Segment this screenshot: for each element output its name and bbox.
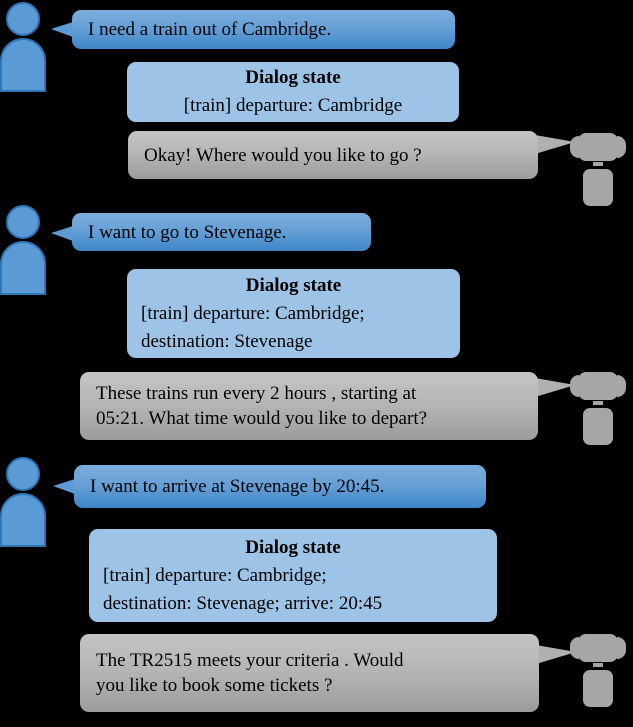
person-head-icon: [6, 2, 40, 36]
user-message-text: I want to arrive at Stevenage by 20:45.: [90, 476, 385, 497]
system-message-text: The TR2515 meets your criteria . Would: [96, 650, 404, 671]
dialog-state-line: [train] departure: Cambridge;: [103, 564, 327, 586]
user-message-turn-2[interactable]: I want to go to Stevenage.: [72, 213, 371, 251]
person-head-icon: [6, 457, 40, 491]
robot-ear-right-icon: [617, 136, 626, 158]
robot-head-icon: [578, 634, 618, 662]
user-message-turn-3[interactable]: I want to arrive at Stevenage by 20:45.: [74, 465, 486, 508]
robot-body-icon: [583, 670, 613, 707]
user-bubble-tail-turn-3: [53, 479, 75, 494]
robot-ear-right-icon: [617, 375, 626, 397]
dialog-state-line: destination: Stevenage: [141, 330, 313, 352]
system-avatar-turn-1: [570, 133, 626, 217]
dialog-state-title: Dialog state: [245, 536, 341, 558]
system-message-text: Okay! Where would you like to go ?: [144, 144, 422, 166]
robot-neck-icon: [593, 401, 603, 405]
dialog-state-line: [train] departure: Cambridge: [183, 95, 403, 116]
dialog-state-line: [train] departure: Cambridge;: [141, 302, 365, 324]
dialog-state-turn-3: Dialog state [train] departure: Cambridg…: [89, 529, 497, 622]
system-avatar-turn-2: [570, 372, 626, 456]
user-avatar-turn-2: [0, 205, 48, 297]
user-avatar-turn-1: [0, 2, 48, 94]
user-avatar-turn-3: [0, 457, 48, 549]
dialog-state-line: destination: Stevenage; arrive: 20:45: [103, 592, 383, 614]
robot-ear-left-icon: [570, 136, 579, 158]
dialog-state-title: Dialog state: [245, 67, 341, 88]
robot-body-icon: [583, 408, 613, 445]
person-body-icon: [0, 38, 46, 92]
user-bubble-tail-turn-2: [51, 226, 73, 241]
robot-ear-right-icon: [617, 637, 626, 659]
person-head-icon: [6, 205, 40, 239]
system-bubble-tail-turn-2: [535, 378, 575, 397]
dialog-state-turn-1: Dialog state [train] departure: Cambridg…: [127, 62, 459, 122]
robot-neck-icon: [593, 663, 603, 667]
system-bubble-tail-turn-1: [535, 135, 575, 154]
robot-ear-left-icon: [570, 375, 579, 397]
system-message-turn-2[interactable]: These trains run every 2 hours , startin…: [80, 372, 538, 440]
dialog-state-turn-2: Dialog state [train] departure: Cambridg…: [127, 269, 460, 358]
system-message-text: 05:21. What time would you like to depar…: [96, 408, 428, 429]
system-message-turn-1[interactable]: Okay! Where would you like to go ?: [128, 131, 538, 179]
user-bubble-tail-turn-1: [51, 22, 73, 37]
robot-head-icon: [578, 372, 618, 400]
system-bubble-tail-turn-3: [536, 645, 576, 664]
person-body-icon: [0, 241, 46, 295]
system-message-text: you like to book some tickets ?: [96, 675, 333, 696]
robot-head-icon: [578, 133, 618, 161]
user-message-turn-1[interactable]: I need a train out of Cambridge.: [72, 10, 455, 49]
system-avatar-turn-3: [570, 634, 626, 718]
user-message-text: I need a train out of Cambridge.: [88, 19, 332, 40]
system-message-text: These trains run every 2 hours , startin…: [96, 383, 417, 404]
person-body-icon: [0, 493, 46, 547]
user-message-text: I want to go to Stevenage.: [88, 221, 287, 243]
robot-neck-icon: [593, 162, 603, 166]
dialog-state-title: Dialog state: [245, 274, 342, 296]
robot-ear-left-icon: [570, 637, 579, 659]
robot-body-icon: [583, 169, 613, 206]
system-message-turn-3[interactable]: The TR2515 meets your criteria . Would y…: [80, 634, 539, 712]
